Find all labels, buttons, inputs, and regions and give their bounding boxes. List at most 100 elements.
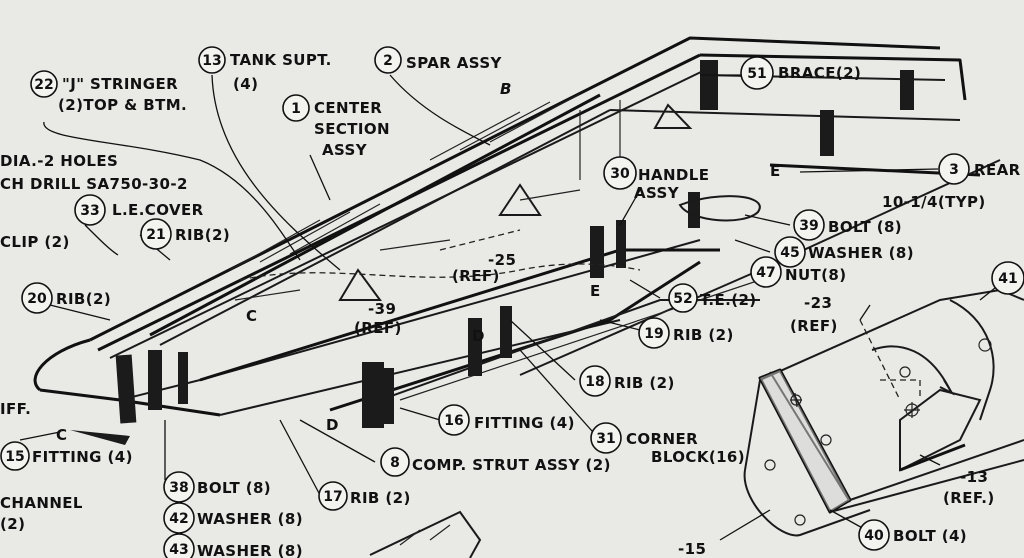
callout-15: 15 FITTING (4) [0, 441, 133, 471]
svg-text:REAR: REAR [974, 161, 1021, 179]
handle-shape [678, 195, 761, 222]
svg-text:CENTER: CENTER [314, 99, 382, 117]
note-dia-holes: DIA.-2 HOLES [0, 152, 118, 170]
section-b: B [500, 80, 512, 98]
section-d-upper: D [472, 327, 485, 345]
svg-text:FITTING (4): FITTING (4) [474, 414, 575, 432]
svg-text:RIB(2): RIB(2) [56, 290, 111, 308]
svg-text:39: 39 [799, 218, 818, 234]
callout-1: 1 CENTER SECTION ASSY [282, 94, 390, 159]
callout-41: 41 [991, 261, 1024, 295]
section-c-lower: C [56, 426, 67, 444]
note-channel: CHANNEL [0, 494, 83, 512]
svg-text:HANDLE: HANDLE [638, 166, 709, 184]
svg-text:22: 22 [34, 77, 53, 93]
note-stiff: IFF. [0, 400, 31, 418]
tank-support-shape [338, 268, 382, 301]
svg-text:21: 21 [146, 227, 165, 243]
svg-text:8: 8 [390, 455, 400, 471]
ref-39: -39 [368, 300, 396, 318]
svg-text:WASHER (8): WASHER (8) [197, 510, 303, 528]
svg-text:L.E.COVER: L.E.COVER [112, 201, 204, 219]
svg-text:SECTION: SECTION [314, 120, 390, 138]
svg-text:BLOCK(16): BLOCK(16) [651, 448, 745, 466]
section-d-lower: D [326, 416, 339, 434]
svg-text:16: 16 [444, 413, 463, 429]
ref-13-ref: (REF.) [943, 489, 995, 507]
svg-text:20: 20 [27, 291, 47, 307]
svg-text:"J" STRINGER: "J" STRINGER [62, 75, 178, 93]
svg-text:3: 3 [949, 162, 959, 178]
frame-fragment [369, 510, 482, 558]
svg-text:19: 19 [644, 326, 663, 342]
svg-text:15: 15 [5, 449, 24, 465]
callout-45: 45 WASHER (8) [774, 236, 914, 268]
svg-text:WASHER (8): WASHER (8) [808, 244, 914, 262]
svg-text:RIB (2): RIB (2) [614, 374, 675, 392]
section-e-lower: E [590, 282, 601, 300]
svg-text:18: 18 [585, 374, 604, 390]
svg-text:ASSY: ASSY [634, 184, 680, 202]
svg-text:13: 13 [202, 53, 221, 69]
svg-text:CORNER: CORNER [626, 430, 698, 448]
svg-text:RIB (2): RIB (2) [673, 326, 734, 344]
callout-52: 52 T.E.(2) [668, 283, 756, 313]
callout-17: 17 RIB (2) [318, 481, 410, 511]
center-section-structure [33, 36, 1001, 428]
svg-text:COMP. STRUT ASSY (2): COMP. STRUT ASSY (2) [412, 456, 611, 474]
svg-text:BOLT (4): BOLT (4) [893, 527, 967, 545]
drawing-notes: DIA.-2 HOLES CH DRILL SA750-30-2 CLIP (2… [0, 152, 995, 558]
note-channel-qty: (2) [0, 515, 25, 533]
svg-text:43: 43 [169, 542, 188, 558]
ref-25: -25 [488, 251, 516, 269]
ref-13: -13 [960, 468, 988, 486]
svg-text:31: 31 [596, 431, 615, 447]
callout-38: 38 BOLT (8) [163, 471, 271, 503]
callout-13: 13 TANK SUPT. (4) [198, 46, 332, 93]
svg-text:WASHER (8): WASHER (8) [197, 542, 303, 558]
callout-21: 21 RIB(2) [140, 218, 230, 250]
svg-text:45: 45 [780, 245, 799, 261]
leader-lines [19, 74, 1006, 541]
callout-3: 3 REAR [938, 153, 1021, 185]
svg-text:NUT(8): NUT(8) [785, 266, 847, 284]
callout-20: 20 RIB(2) [21, 282, 111, 314]
callout-31: 31 CORNER BLOCK(16) [590, 422, 745, 466]
svg-text:47: 47 [756, 265, 775, 281]
svg-text:1: 1 [291, 101, 301, 117]
callout-19: 19 RIB (2) [638, 317, 734, 349]
callout-30: 30 HANDLE ASSY [603, 156, 709, 202]
callout-47: 47 NUT(8) [750, 256, 847, 288]
callout-16: 16 FITTING (4) [438, 404, 575, 436]
ref-23: -23 [804, 294, 832, 312]
svg-text:(4): (4) [233, 75, 258, 93]
section-c-upper: C [246, 307, 257, 325]
svg-text:BRACE(2): BRACE(2) [778, 64, 861, 82]
svg-text:SPAR ASSY: SPAR ASSY [406, 54, 503, 72]
svg-text:FITTING (4): FITTING (4) [32, 448, 133, 466]
svg-text:BOLT (8): BOLT (8) [197, 479, 271, 497]
callout-33: 33 L.E.COVER [74, 194, 204, 226]
note-match-drill: CH DRILL SA750-30-2 [0, 175, 188, 193]
svg-text:ASSY: ASSY [322, 141, 368, 159]
svg-text:17: 17 [323, 489, 342, 505]
callout-2: 2 SPAR ASSY [374, 46, 503, 74]
callout-8: 8 COMP. STRUT ASSY (2) [380, 447, 611, 477]
callout-18: 18 RIB (2) [579, 365, 675, 397]
callout-40: 40 BOLT (4) [858, 519, 967, 551]
callout-42: 42 WASHER (8) [163, 502, 303, 534]
svg-text:40: 40 [864, 528, 884, 544]
callout-39: 39 BOLT (8) [793, 209, 902, 241]
svg-text:52: 52 [673, 291, 692, 307]
ref-15: -15 [678, 540, 706, 558]
ref-39-ref: (REF) [354, 319, 402, 337]
svg-text:(2)TOP & BTM.: (2)TOP & BTM. [58, 96, 187, 114]
svg-text:42: 42 [169, 511, 188, 527]
svg-text:51: 51 [747, 66, 766, 82]
svg-text:RIB(2): RIB(2) [175, 226, 230, 244]
leading-edge-nose [33, 338, 91, 392]
detail-view-fitting [743, 288, 1024, 537]
note-clip: CLIP (2) [0, 233, 70, 251]
svg-text:TANK SUPT.: TANK SUPT. [230, 51, 332, 69]
